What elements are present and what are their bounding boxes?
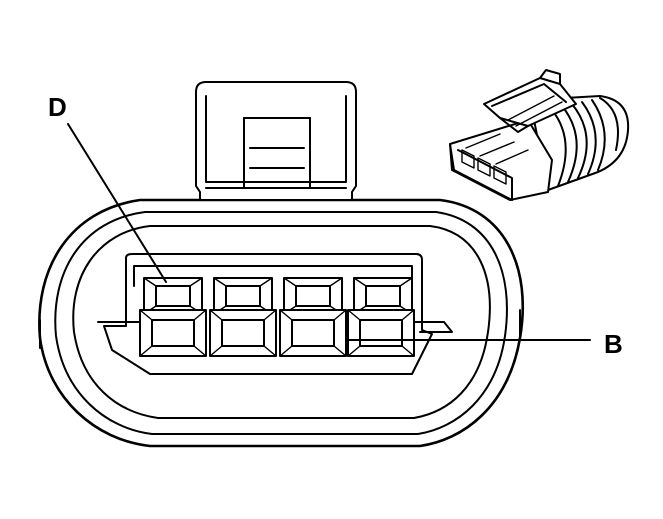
connector-face <box>38 81 525 448</box>
connector-perspective-view <box>449 69 630 201</box>
terminal-cell <box>353 277 413 315</box>
callout-line-d <box>67 123 167 283</box>
terminal-cell <box>143 277 203 315</box>
callout-label-b: B <box>604 329 623 359</box>
terminal-cell <box>139 309 207 357</box>
terminal-cell <box>209 309 277 357</box>
terminal-cell <box>283 277 343 315</box>
callout-d: D <box>48 92 167 283</box>
terminal-row-upper <box>143 277 413 315</box>
terminal-cell <box>279 309 347 357</box>
terminal-row-lower <box>139 309 415 357</box>
locking-tab <box>195 81 357 201</box>
terminal-cavity-ledge <box>97 321 453 333</box>
connector-inner-shell <box>54 211 508 435</box>
terminal-cell <box>213 277 273 315</box>
callout-label-d: D <box>48 92 67 122</box>
connector-outer-shell <box>38 198 525 448</box>
terminal-cavity <box>103 253 433 375</box>
callout-b: B <box>347 329 623 359</box>
connector-seal-ring <box>72 225 491 419</box>
terminal-cell <box>347 309 415 357</box>
